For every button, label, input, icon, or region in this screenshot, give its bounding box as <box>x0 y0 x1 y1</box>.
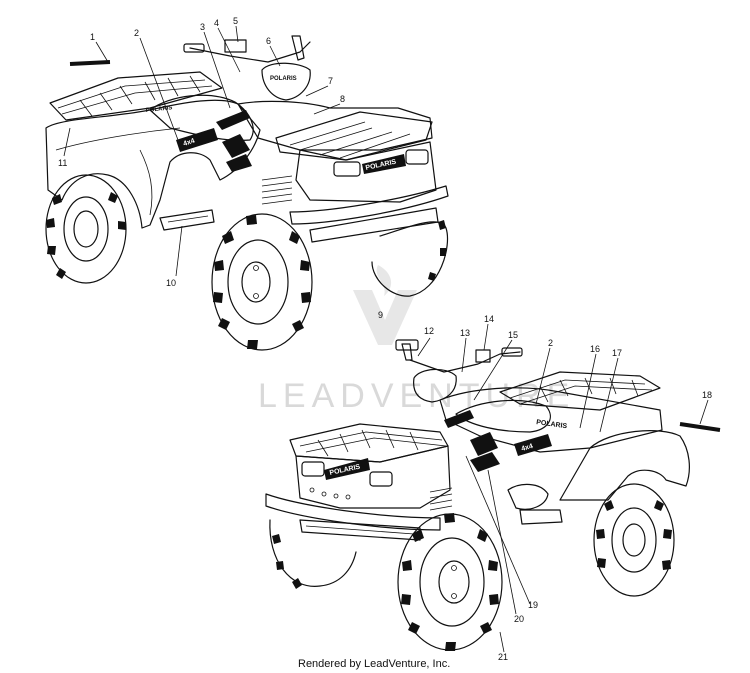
wheel-front-left <box>371 220 449 297</box>
leadventure-logo-icon <box>353 265 417 345</box>
callout-2b: 2 <box>548 338 553 348</box>
front-polaris-decal-2: POLARIS <box>324 458 370 480</box>
callout-4: 4 <box>214 18 219 28</box>
atv-top-view: POLARIS POLARIS 4x4 POLARIS <box>45 35 449 351</box>
handlebars-2 <box>395 339 523 403</box>
rear-brand-label: POLARIS <box>536 419 568 430</box>
side-4x4-decal-2: 4x4 <box>514 434 552 456</box>
callout-18: 18 <box>702 390 712 400</box>
callout-11: 11 <box>58 158 67 168</box>
callout-13: 13 <box>460 328 470 338</box>
side-4x4-decal: 4x4 <box>176 128 218 152</box>
svg-text:POLARIS: POLARIS <box>270 76 297 82</box>
callout-2: 2 <box>134 28 139 38</box>
handlebars: POLARIS <box>183 35 311 101</box>
wheel-front-right <box>211 213 313 351</box>
callout-10: 10 <box>166 278 176 288</box>
front-rack <box>275 111 433 161</box>
callout-1: 1 <box>90 32 95 42</box>
front-rack-2 <box>289 423 449 463</box>
wheel-rear-left-2 <box>593 483 675 597</box>
callout-19: 19 <box>528 600 538 610</box>
callout-7: 7 <box>328 76 333 86</box>
wheel-rear-left <box>45 174 127 284</box>
callout-5: 5 <box>233 16 238 26</box>
engine-vents <box>261 175 293 205</box>
callout-9: 9 <box>378 310 383 320</box>
callout-8: 8 <box>340 94 345 104</box>
callout-21: 21 <box>498 652 508 662</box>
callout-3: 3 <box>200 22 205 32</box>
wheel-front-right-2 <box>269 519 357 589</box>
front-polaris-decal: POLARIS <box>362 154 406 174</box>
callout-labels: 1 2 3 4 5 6 7 8 9 10 11 12 13 14 15 2 16… <box>58 16 712 662</box>
callout-leaders <box>63 25 721 653</box>
wheel-front-left-2 <box>397 513 503 651</box>
callout-16: 16 <box>590 344 600 354</box>
rear-rack <box>49 71 223 121</box>
callout-14: 14 <box>484 314 494 324</box>
callout-12: 12 <box>424 326 434 336</box>
side-badge-label-2: 4x4 <box>521 443 534 453</box>
callout-6: 6 <box>266 36 271 46</box>
footer-credit: Rendered by LeadVenture, Inc. <box>298 658 450 670</box>
rear-rack-2 <box>499 371 661 411</box>
atv-bottom-view: POLARIS POLARIS 4x4 <box>265 339 690 651</box>
engine-vents-2 <box>429 487 453 511</box>
rear-top-polaris-decal: POLARIS <box>536 419 568 430</box>
svg-text:POLARIS: POLARIS <box>146 105 173 114</box>
side-badge-label: 4x4 <box>182 138 195 148</box>
callout-15: 15 <box>508 330 518 340</box>
callout-20: 20 <box>514 614 524 624</box>
callout-17: 17 <box>612 348 622 358</box>
